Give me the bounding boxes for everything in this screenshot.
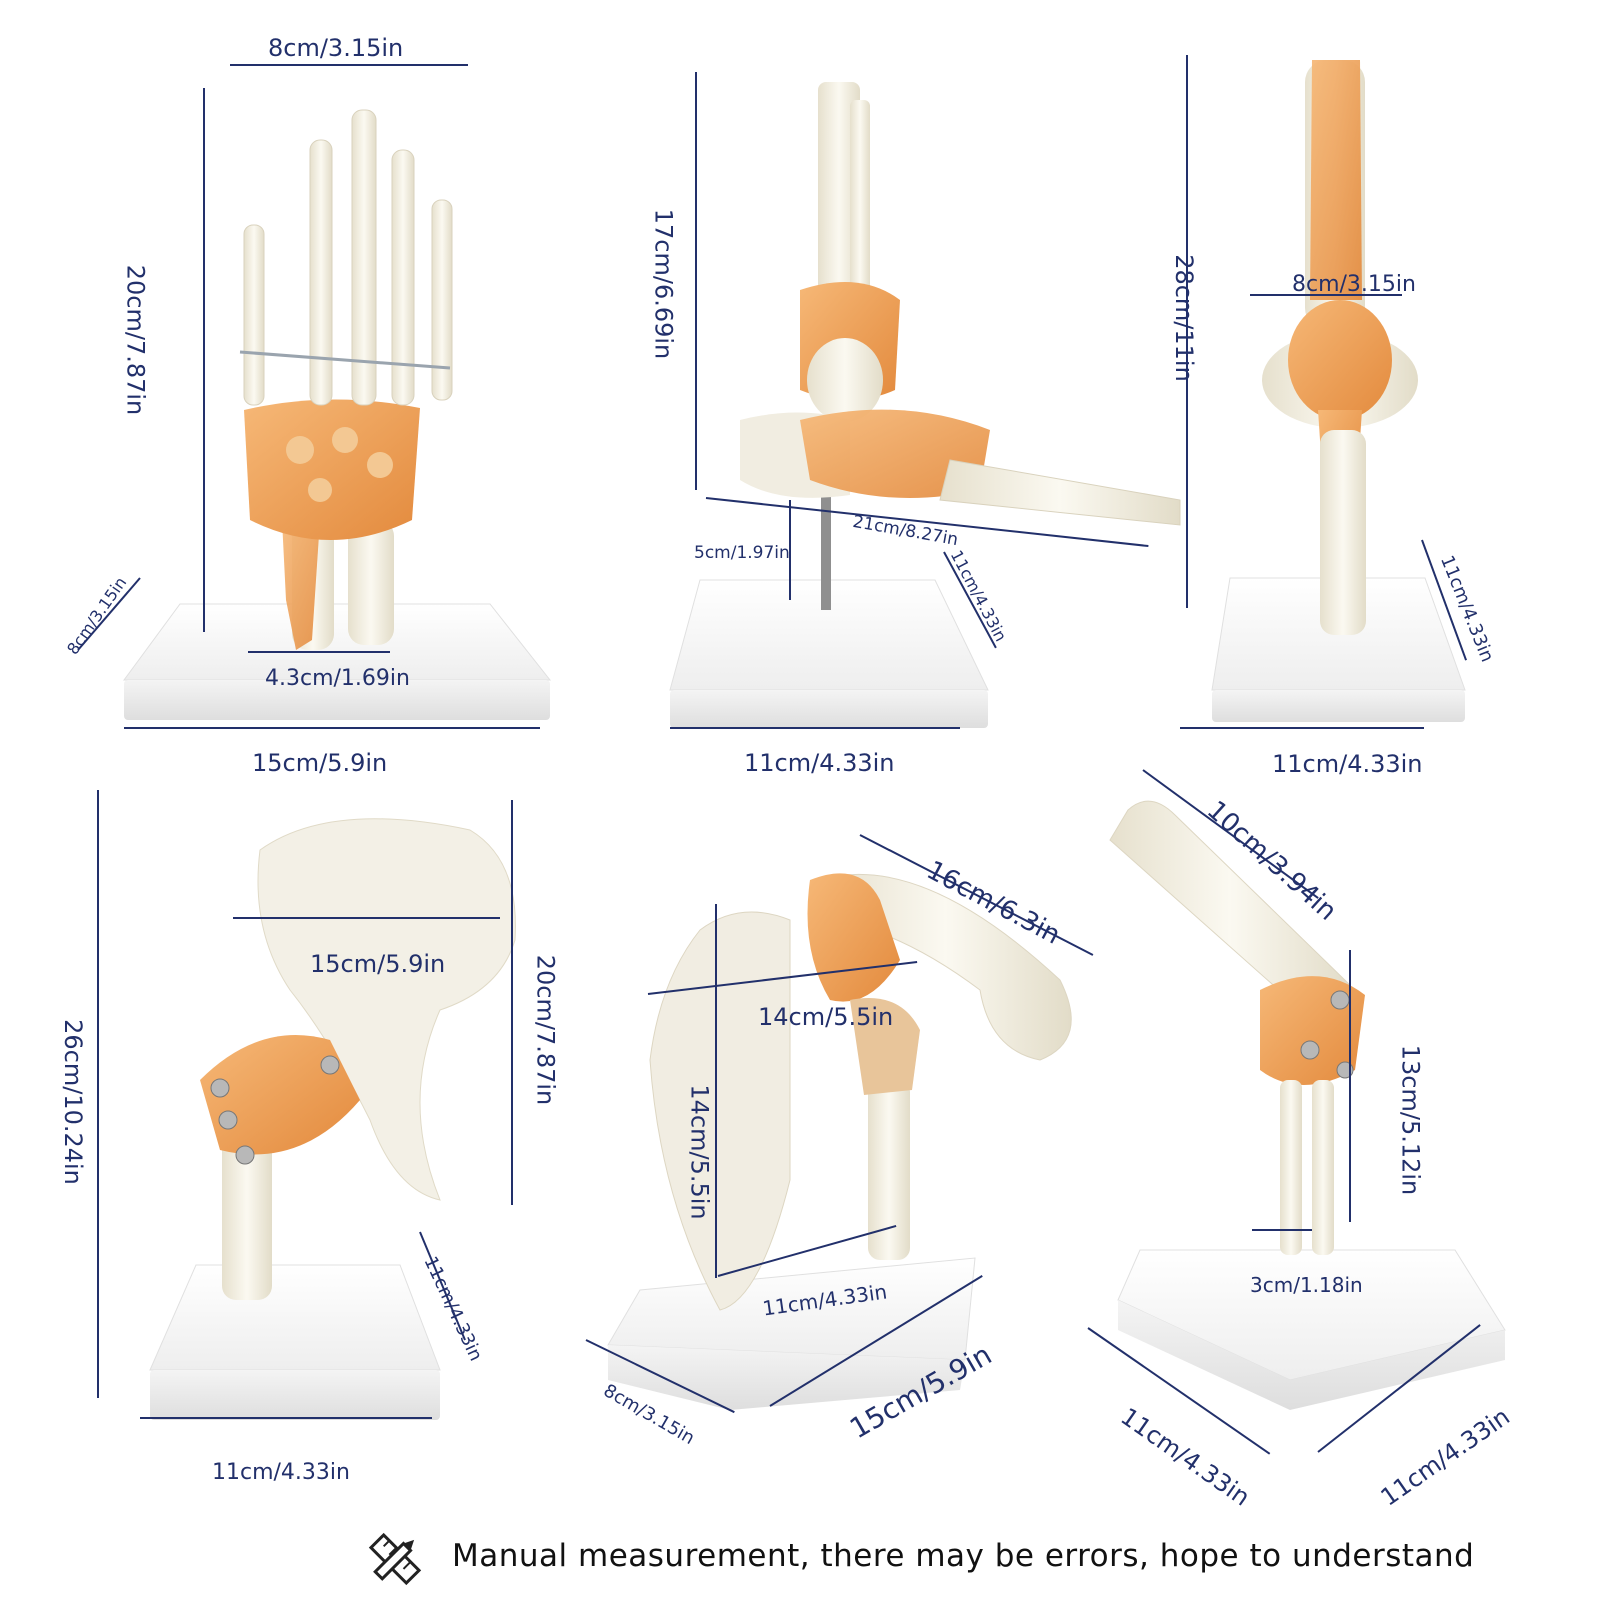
hand-base-front xyxy=(124,680,550,720)
thumb-bone xyxy=(243,224,265,406)
knee-base-width-label: 11cm/4.33in xyxy=(1272,750,1423,778)
hip-screw xyxy=(218,1110,238,1130)
foot-stand-rod xyxy=(821,490,831,610)
hip-screw xyxy=(320,1055,340,1075)
carpal-bone xyxy=(332,427,358,453)
hip-femur-shaft xyxy=(222,1110,272,1300)
talus-bone xyxy=(807,338,883,422)
index-finger-bone xyxy=(309,139,333,406)
hip-total-height-label: 26cm/10.24in xyxy=(58,1019,87,1185)
hip-ligament xyxy=(200,1035,360,1155)
dimension-line xyxy=(670,727,960,729)
tibia-shaft xyxy=(1320,430,1366,635)
dimension-line xyxy=(97,790,99,1398)
knee-joint-width-label: 8cm/3.15in xyxy=(1292,272,1416,297)
elbow-ulna xyxy=(1312,1080,1334,1255)
hip-pelvis-height-label: 20cm/7.87in xyxy=(531,954,560,1106)
middle-finger-bone xyxy=(351,109,377,406)
midfoot-ligament xyxy=(800,409,990,498)
shoulder-model xyxy=(607,873,1072,1410)
hip-base-front xyxy=(150,1370,440,1420)
dimension-line xyxy=(715,904,717,1278)
carpal-bone xyxy=(367,452,393,478)
dimension-line xyxy=(1250,294,1402,296)
foot-base-width-label: 11cm/4.33in xyxy=(744,749,895,777)
foot-height-label: 17cm/6.69in xyxy=(649,208,678,360)
shoulder-scapula-height-label: 14cm/5.5in xyxy=(685,1084,714,1220)
humerus-shaft xyxy=(868,1080,910,1260)
hip-base-width-label: 11cm/4.33in xyxy=(212,1460,350,1485)
knee-height-label: 28cm/11in xyxy=(1169,254,1198,382)
hand-model xyxy=(123,109,552,720)
knee-base-front xyxy=(1212,690,1465,722)
knee-model xyxy=(1211,60,1466,722)
hand-base-width-label: 15cm/5.9in xyxy=(252,749,388,777)
foot-base-front xyxy=(670,690,988,728)
elbow-forearm-height-label: 13cm/5.12in xyxy=(1396,1044,1425,1196)
elbow-forearm-width-label: 3cm/1.18in xyxy=(1250,1273,1363,1297)
foot-model xyxy=(669,82,1181,728)
dimension-line xyxy=(230,64,468,66)
elbow-screw xyxy=(1300,1040,1320,1060)
fibula-bone xyxy=(850,100,870,320)
hip-pelvis-width-label: 15cm/5.9in xyxy=(310,950,446,978)
hip-base-top xyxy=(149,1264,441,1371)
hand-carpal-ligament xyxy=(244,399,420,540)
ulna-bone xyxy=(348,520,394,645)
ruler-pencil-icon xyxy=(368,1532,422,1586)
hip-screw xyxy=(210,1078,230,1098)
hip-screw xyxy=(235,1145,255,1165)
dimension-line xyxy=(124,727,540,729)
dimension-line xyxy=(1252,1229,1312,1231)
hand-width-top-label: 8cm/3.15in xyxy=(268,34,404,62)
dimension-line xyxy=(1349,950,1351,1222)
carpal-bone xyxy=(308,478,332,502)
pelvis-bone xyxy=(257,818,516,1201)
hand-fingers xyxy=(243,109,453,406)
dimension-line xyxy=(140,1417,432,1419)
hand-wrist-width-label: 4.3cm/1.69in xyxy=(265,666,410,691)
ring-finger-bone xyxy=(391,149,415,406)
elbow-radius xyxy=(1280,1080,1302,1255)
hand-height-label: 20cm/7.87in xyxy=(121,264,150,416)
shoulder-scapula-width-label: 14cm/5.5in xyxy=(758,1003,894,1031)
humerus-head-ligament xyxy=(850,998,920,1095)
quadriceps-tendon xyxy=(1310,60,1362,300)
dimension-line xyxy=(233,917,500,919)
hand-forearm-ligament xyxy=(282,520,320,650)
patella-ligament xyxy=(1288,300,1392,420)
little-finger-bone xyxy=(431,199,453,401)
dimension-line xyxy=(248,651,390,653)
dimension-line xyxy=(695,72,697,490)
foot-base-top xyxy=(669,579,989,691)
dimension-line xyxy=(1180,727,1424,729)
carpal-bone xyxy=(286,436,314,464)
dimension-line xyxy=(511,800,513,1205)
hip-model xyxy=(149,818,516,1420)
foot-toes xyxy=(939,459,1181,526)
scapula-bone xyxy=(649,911,791,1311)
elbow-screw xyxy=(1330,990,1350,1010)
measurement-disclaimer: Manual measurement, there may be errors,… xyxy=(452,1538,1475,1574)
foot-stand-height-label: 5cm/1.97in xyxy=(694,543,790,563)
tibia-bone xyxy=(818,82,860,322)
hand-wire xyxy=(239,350,451,370)
shoulder-ligament xyxy=(807,873,900,1002)
dimension-line xyxy=(203,88,205,632)
